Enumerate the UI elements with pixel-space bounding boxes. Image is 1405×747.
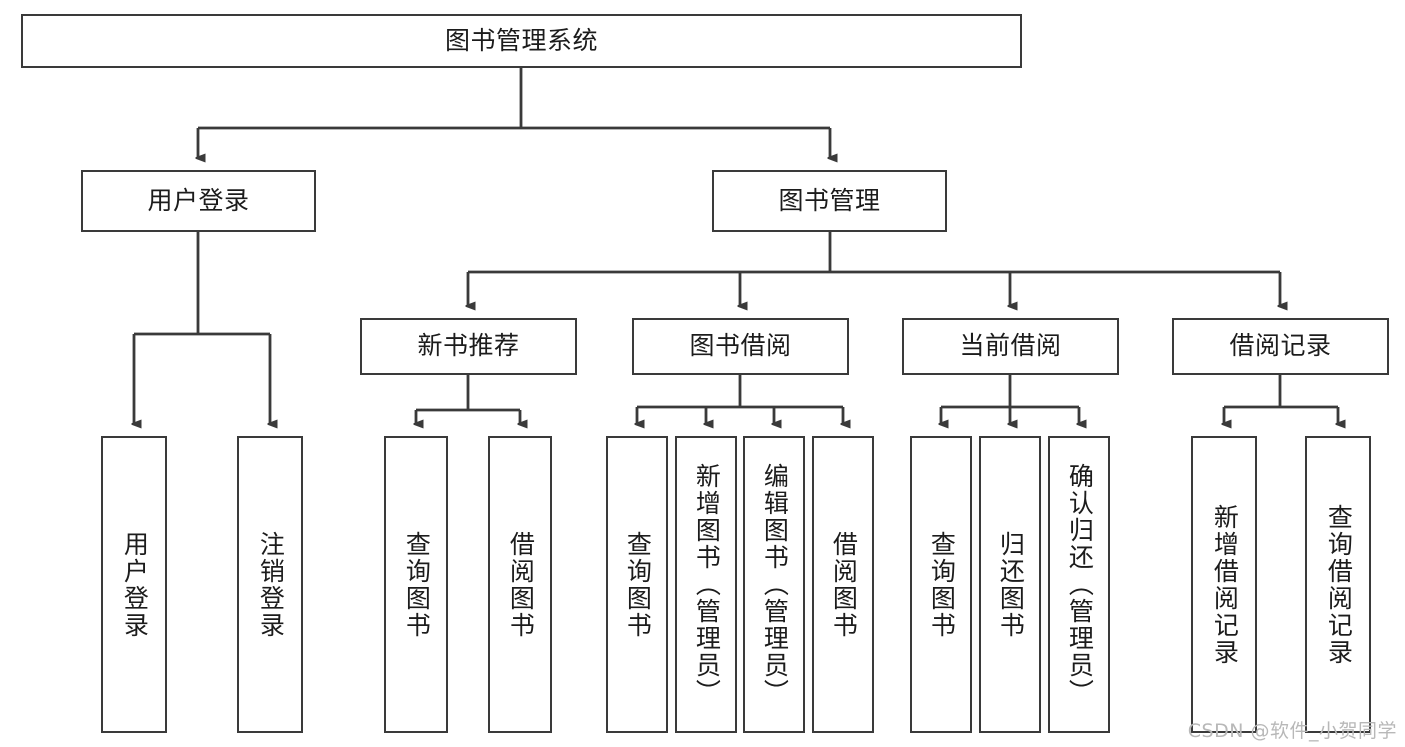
leaf-book-borrow-query[interactable]: 查询图书 xyxy=(606,436,668,733)
node-label: 用户登录 xyxy=(147,185,250,215)
node-label: 借阅记录 xyxy=(1229,331,1332,361)
leaf-borrow-record-query[interactable]: 查询借阅记录 xyxy=(1305,436,1371,733)
node-label: 查询借阅记录 xyxy=(1324,503,1354,666)
node-user-login[interactable]: 用户登录 xyxy=(81,170,316,232)
node-new-book-recommend[interactable]: 新书推荐 xyxy=(360,318,577,375)
leaf-current-borrow-return[interactable]: 归还图书 xyxy=(979,436,1041,733)
leaf-new-book-borrow[interactable]: 借阅图书 xyxy=(488,436,552,733)
node-label: 查询图书 xyxy=(402,530,432,639)
node-label: 图书管理系统 xyxy=(444,25,598,55)
node-label: 确认归还（管理员） xyxy=(1065,463,1095,706)
node-root-book-management-system[interactable]: 图书管理系统 xyxy=(21,14,1022,68)
watermark: CSDN @软件_小贺同学 xyxy=(1187,720,1397,742)
leaf-user-login-login[interactable]: 用户登录 xyxy=(101,436,167,733)
node-label: 新增借阅记录 xyxy=(1210,503,1240,666)
node-label: 编辑图书（管理员） xyxy=(760,463,790,706)
leaf-borrow-record-add[interactable]: 新增借阅记录 xyxy=(1191,436,1257,733)
node-label: 图书管理 xyxy=(778,185,881,215)
node-label: 用户登录 xyxy=(120,530,150,639)
node-book-management[interactable]: 图书管理 xyxy=(712,170,947,232)
node-label: 归还图书 xyxy=(996,530,1026,639)
node-label: 新书推荐 xyxy=(417,331,520,361)
node-label: 图书借阅 xyxy=(689,331,792,361)
node-label: 借阅图书 xyxy=(829,530,859,639)
leaf-new-book-query[interactable]: 查询图书 xyxy=(384,436,448,733)
leaf-current-borrow-query[interactable]: 查询图书 xyxy=(910,436,972,733)
node-label: 借阅图书 xyxy=(506,530,536,639)
node-current-borrow[interactable]: 当前借阅 xyxy=(902,318,1119,375)
leaf-book-borrow-edit-admin[interactable]: 编辑图书（管理员） xyxy=(743,436,805,733)
node-label: 当前借阅 xyxy=(959,331,1062,361)
node-label: 查询图书 xyxy=(927,530,957,639)
node-label: 新增图书（管理员） xyxy=(692,463,722,706)
node-borrow-record[interactable]: 借阅记录 xyxy=(1172,318,1389,375)
leaf-user-login-logout[interactable]: 注销登录 xyxy=(237,436,303,733)
leaf-book-borrow-borrow[interactable]: 借阅图书 xyxy=(812,436,874,733)
node-label: 查询图书 xyxy=(623,530,653,639)
node-book-borrow[interactable]: 图书借阅 xyxy=(632,318,849,375)
leaf-book-borrow-add-admin[interactable]: 新增图书（管理员） xyxy=(675,436,737,733)
leaf-current-borrow-confirm-return-admin[interactable]: 确认归还（管理员） xyxy=(1048,436,1110,733)
node-label: 注销登录 xyxy=(256,530,286,639)
